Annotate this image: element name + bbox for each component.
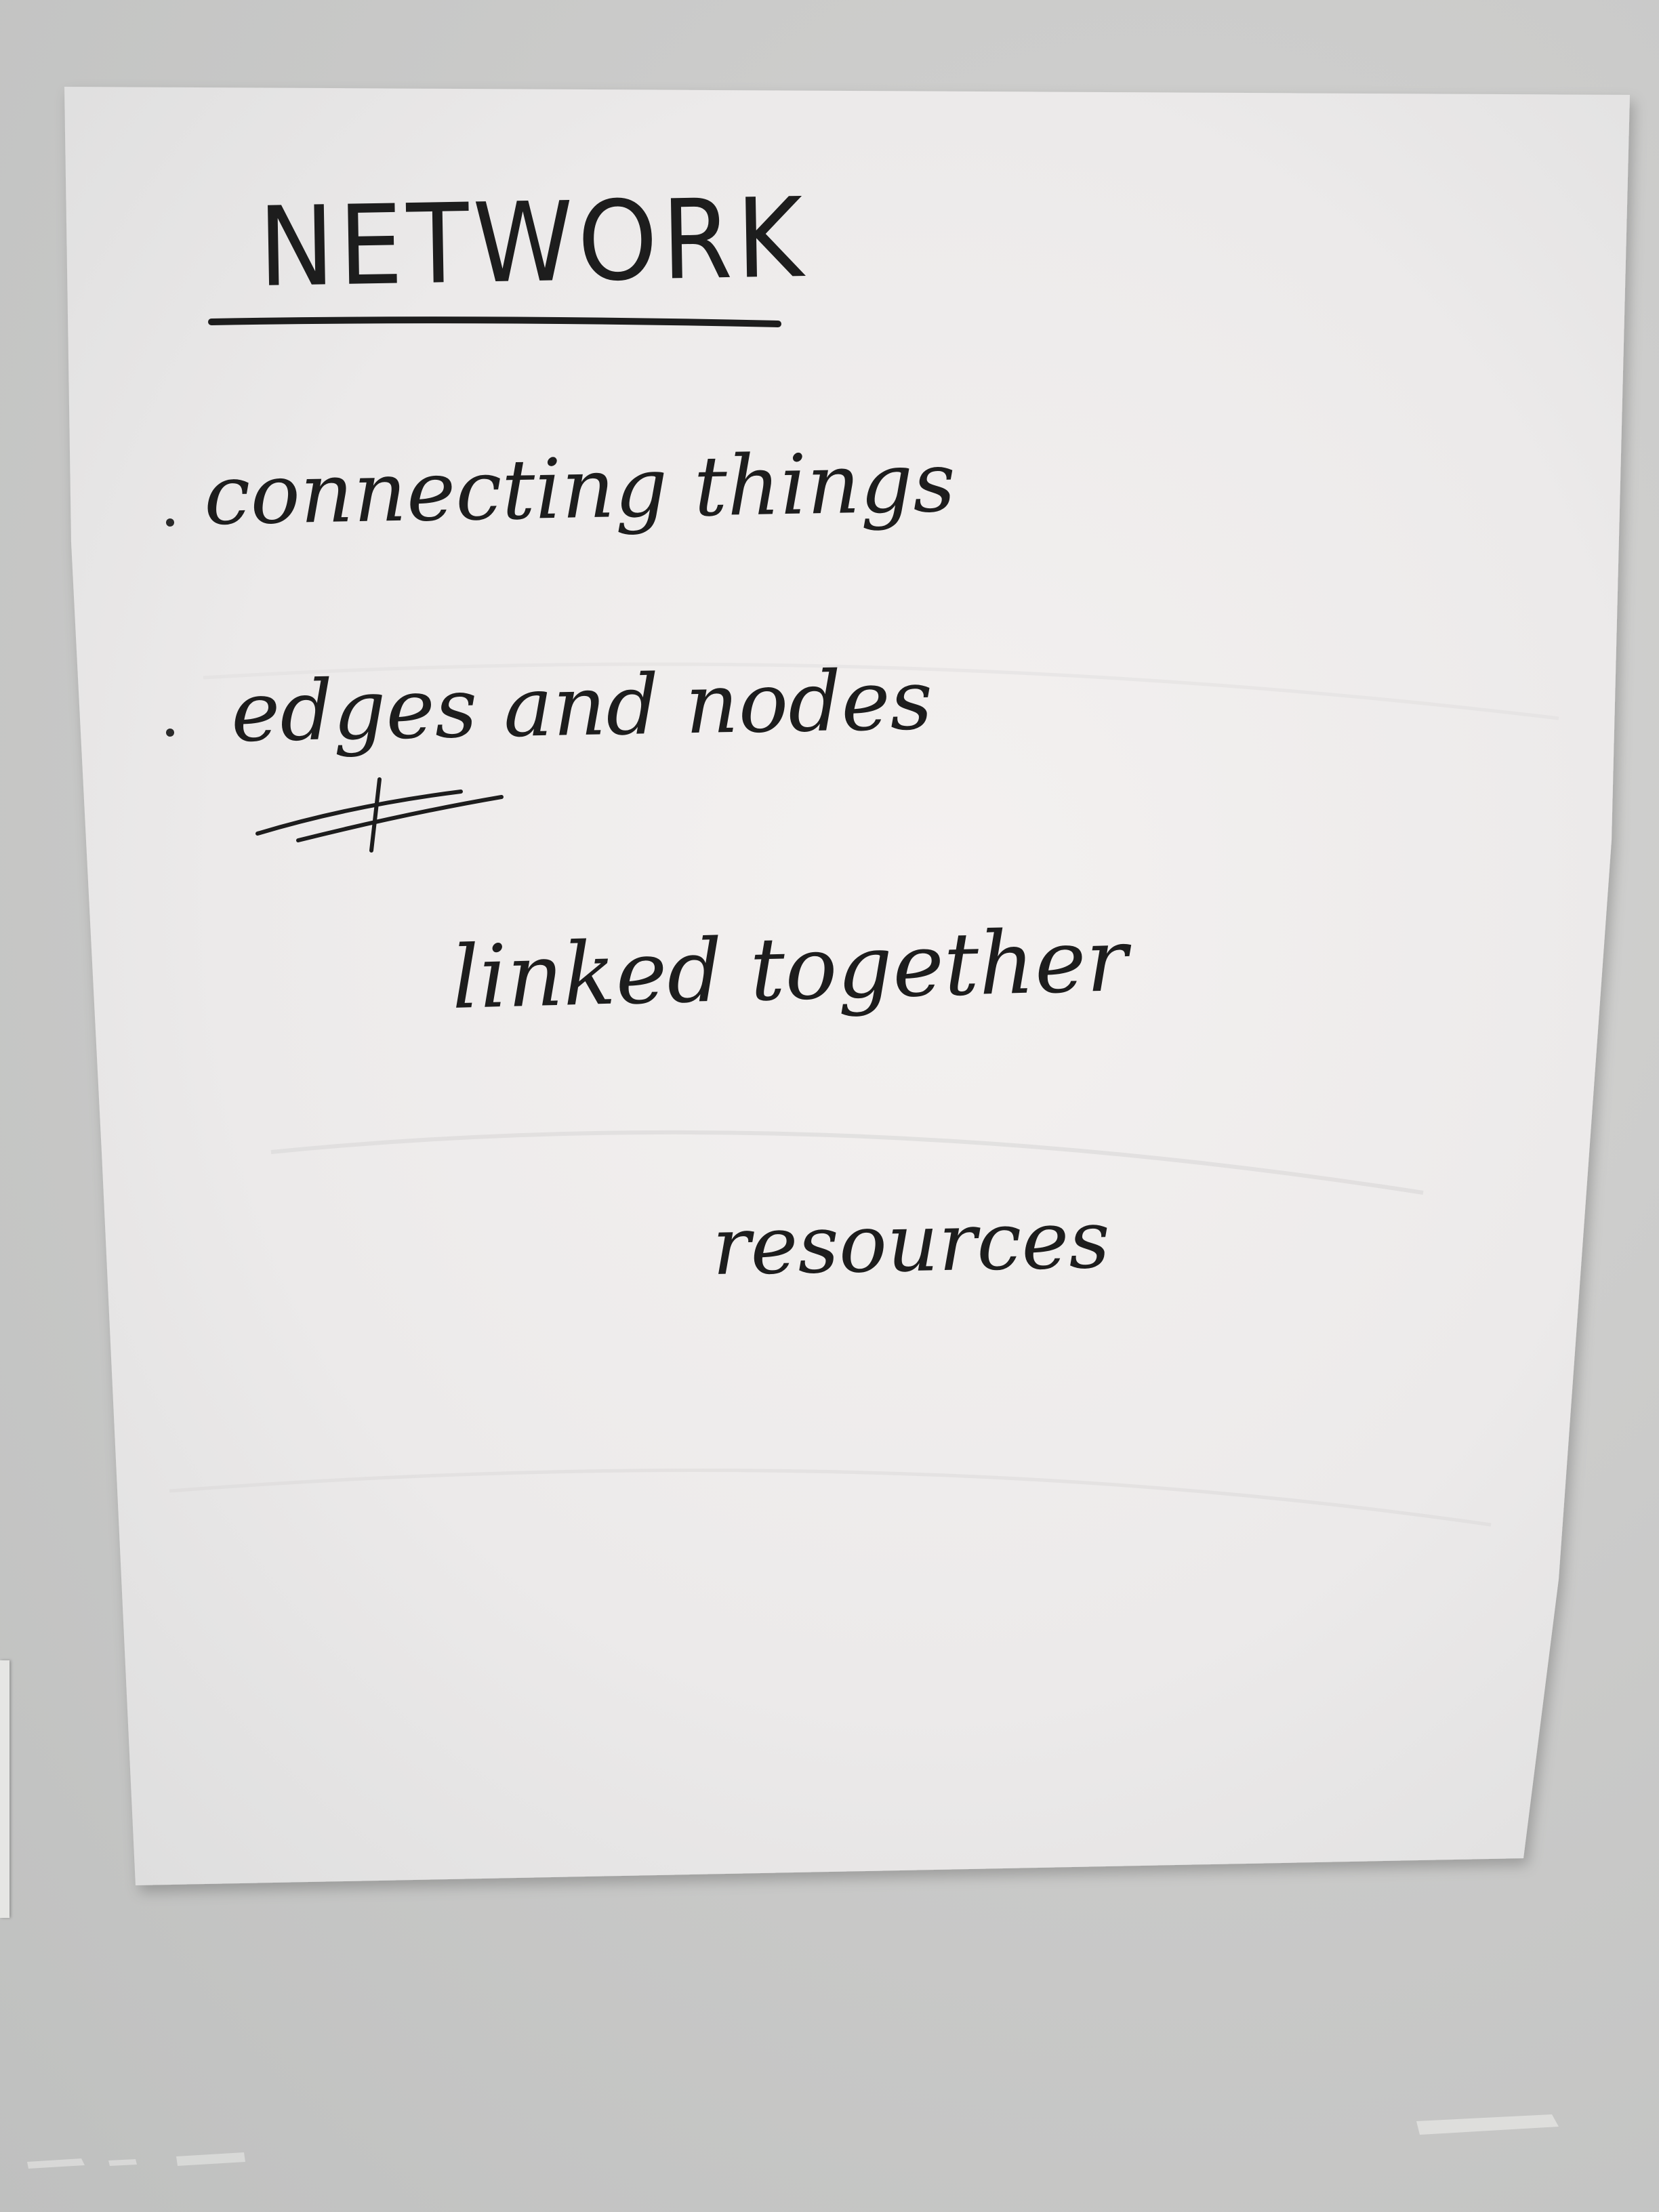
bullet-dot <box>166 518 174 527</box>
adjacent-paper-edge <box>0 1660 9 1918</box>
bullet-dot <box>166 729 174 737</box>
note-title: NETWORK <box>257 174 808 312</box>
note-line-resources: resources <box>711 1192 1111 1293</box>
note-line-linked-together: linked together <box>450 909 1129 1029</box>
note-bullet-2: edges and nodes <box>230 651 934 760</box>
note-bullet-1: connecting things <box>203 434 956 544</box>
